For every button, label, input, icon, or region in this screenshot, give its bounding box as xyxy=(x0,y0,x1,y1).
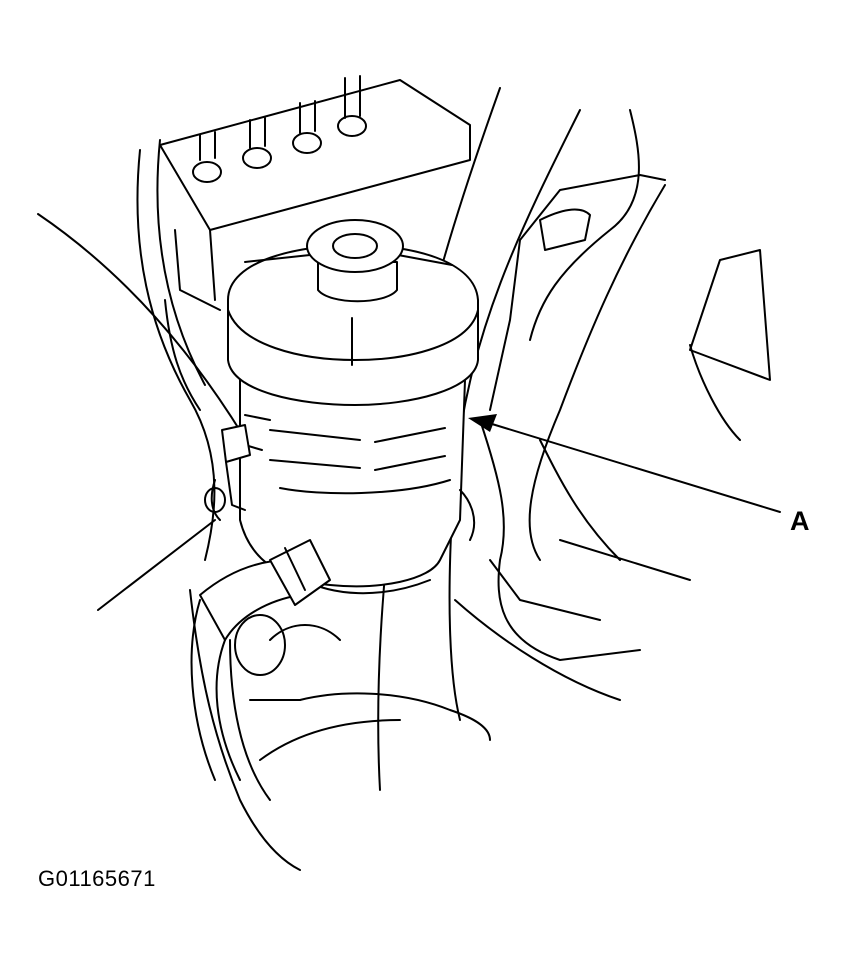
callout-leader xyxy=(468,414,781,513)
mount-tab xyxy=(221,424,251,511)
callout-label: A xyxy=(790,506,810,536)
arrowhead-icon xyxy=(468,414,497,432)
bolt-row xyxy=(192,75,367,183)
reservoir-tank xyxy=(227,219,479,595)
figure-id: G01165671 xyxy=(38,866,156,891)
hose-and-clamp xyxy=(190,539,331,781)
